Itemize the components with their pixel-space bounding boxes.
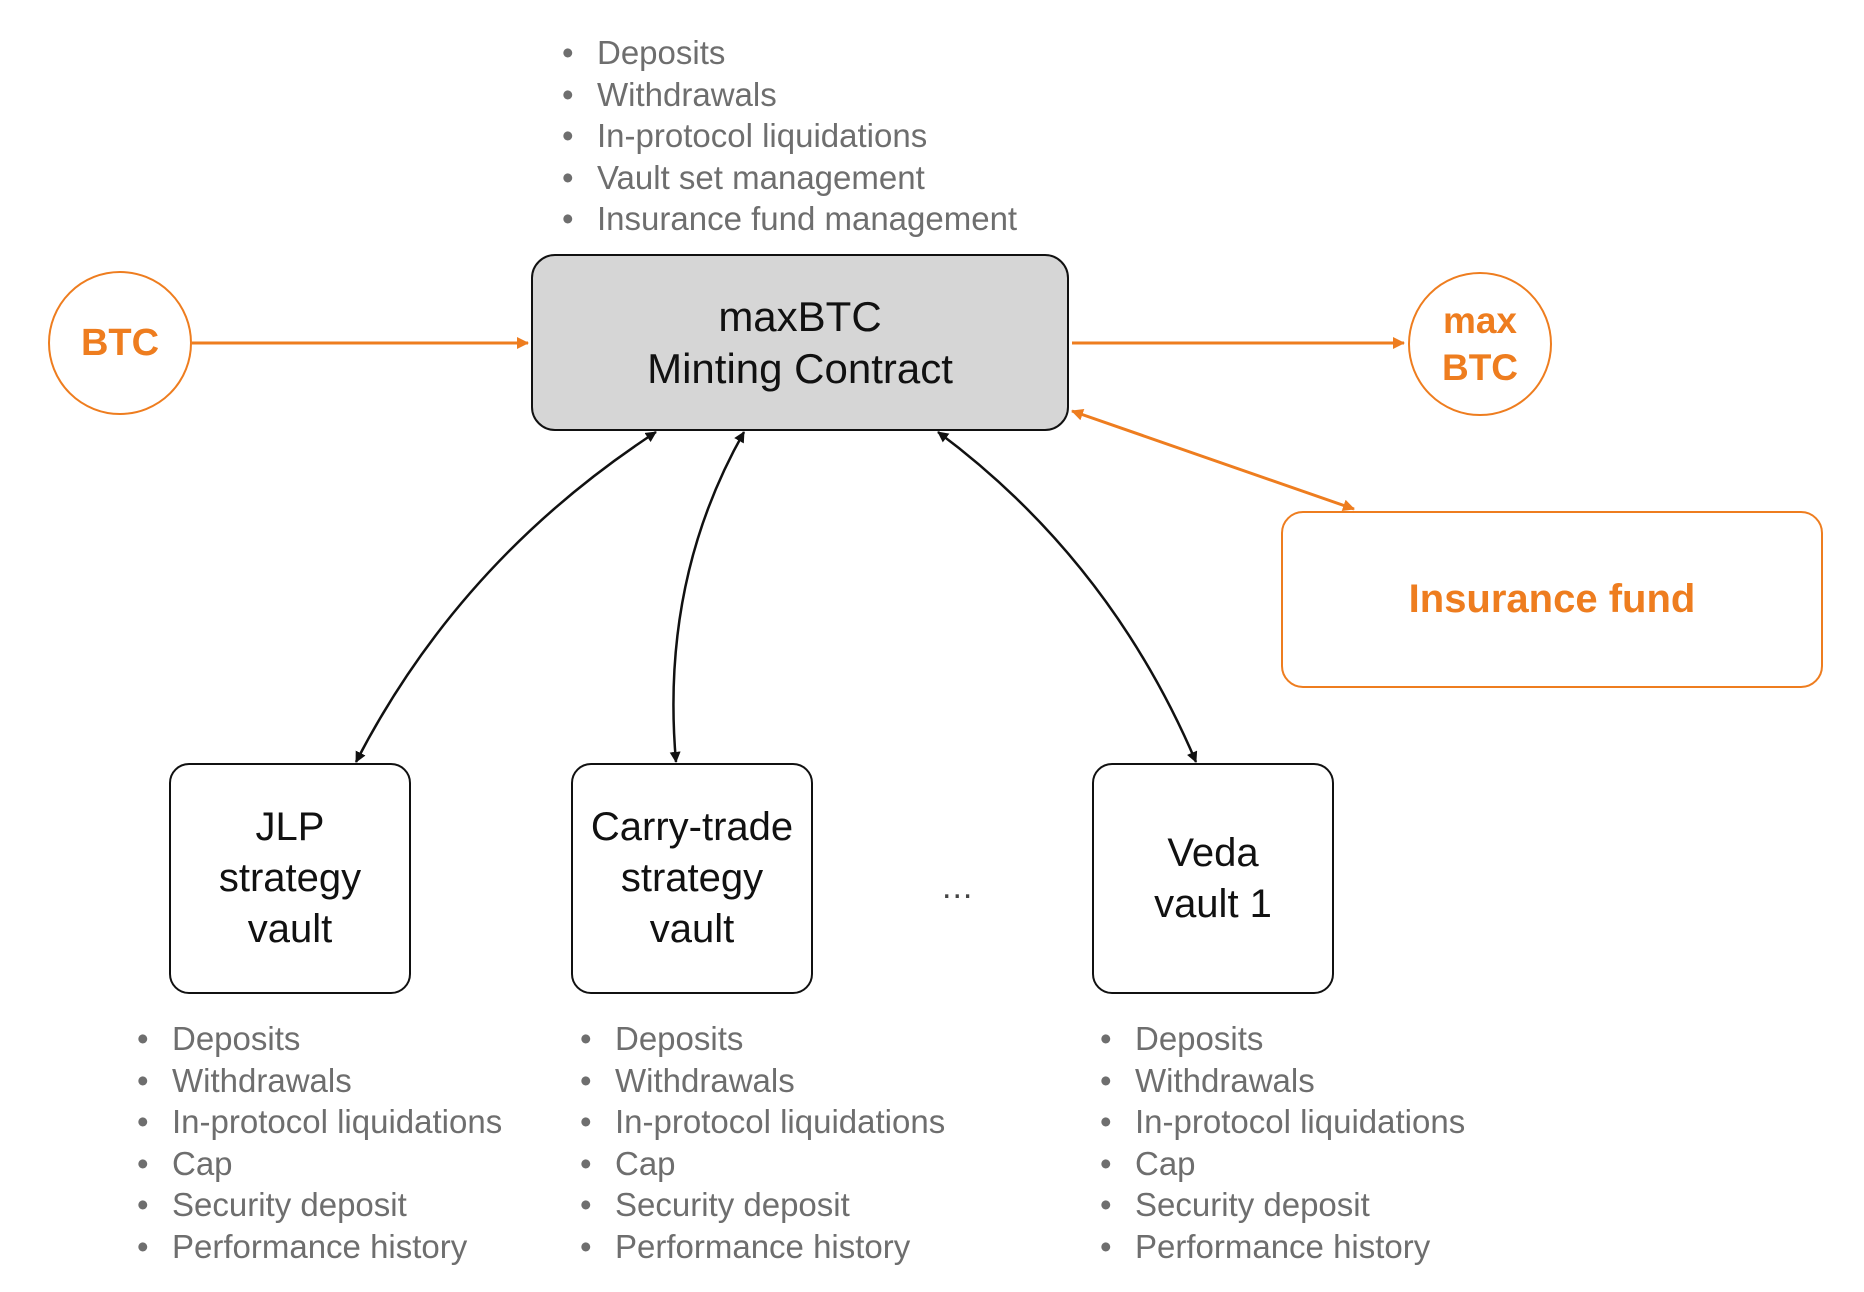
vault-label-line: strategy (218, 856, 362, 900)
vault-label-line: strategy (620, 856, 764, 900)
contract-jlp-link (354, 430, 657, 763)
insurance-fund-box: Insurance fund (1281, 511, 1823, 688)
more-vaults-ellipsis: ... (942, 868, 974, 906)
contract-veda-link (937, 430, 1198, 763)
vault-label-line: Carry-trade (590, 805, 794, 849)
feature-item: Insurance fund management (562, 198, 1017, 240)
contract-carry-link (669, 431, 746, 763)
feature-item: In-protocol liquidations (1100, 1101, 1465, 1143)
vault-box-jlp: JLP strategy vault (169, 763, 411, 994)
vault-label-line: JLP (255, 805, 325, 849)
vault-label-line: Veda (1167, 830, 1259, 875)
feature-item: Vault set management (562, 157, 1017, 199)
feature-item: Deposits (562, 32, 1017, 74)
feature-item: Cap (1100, 1143, 1465, 1185)
feature-item: Deposits (580, 1018, 945, 1060)
feature-item: Security deposit (1100, 1184, 1465, 1226)
feature-item: Performance history (137, 1226, 502, 1268)
vault-feature-list-veda: Deposits Withdrawals In-protocol liquida… (1100, 1018, 1465, 1267)
btc-token-node: BTC (48, 271, 192, 415)
feature-item: Withdrawals (562, 74, 1017, 116)
feature-item: Deposits (137, 1018, 502, 1060)
feature-item: Performance history (580, 1226, 945, 1268)
maxbtc-token-node: max BTC (1408, 272, 1552, 416)
vault-label-line: vault 1 (1154, 881, 1272, 926)
feature-item: Withdrawals (137, 1060, 502, 1102)
feature-item: Withdrawals (580, 1060, 945, 1102)
feature-item: In-protocol liquidations (580, 1101, 945, 1143)
vault-box-carry-trade: Carry-trade strategy vault (571, 763, 813, 994)
feature-item: Performance history (1100, 1226, 1465, 1268)
feature-item: Security deposit (580, 1184, 945, 1226)
btc-label: BTC (80, 321, 160, 364)
vault-box-veda: Veda vault 1 (1092, 763, 1334, 994)
feature-item: Security deposit (137, 1184, 502, 1226)
vault-label-line: vault (649, 907, 735, 951)
insurance-fund-label: Insurance fund (1408, 577, 1696, 621)
vault-feature-list-carry-trade: Deposits Withdrawals In-protocol liquida… (580, 1018, 945, 1267)
minting-contract-box: maxBTC Minting Contract (531, 254, 1069, 431)
maxbtc-label-line2: BTC (1441, 347, 1519, 388)
contract-feature-list: Deposits Withdrawals In-protocol liquida… (562, 32, 1017, 240)
feature-item: In-protocol liquidations (137, 1101, 502, 1143)
feature-item: Cap (137, 1143, 502, 1185)
feature-item: Deposits (1100, 1018, 1465, 1060)
contract-title: maxBTC (718, 292, 882, 340)
maxbtc-label-line1: max (1442, 300, 1518, 341)
feature-item: Cap (580, 1143, 945, 1185)
vault-label-line: vault (247, 907, 333, 951)
contract-subtitle: Minting Contract (647, 344, 953, 392)
feature-item: Withdrawals (1100, 1060, 1465, 1102)
contract-insurance-link (1071, 408, 1355, 512)
vault-feature-list-jlp: Deposits Withdrawals In-protocol liquida… (137, 1018, 502, 1267)
feature-item: In-protocol liquidations (562, 115, 1017, 157)
